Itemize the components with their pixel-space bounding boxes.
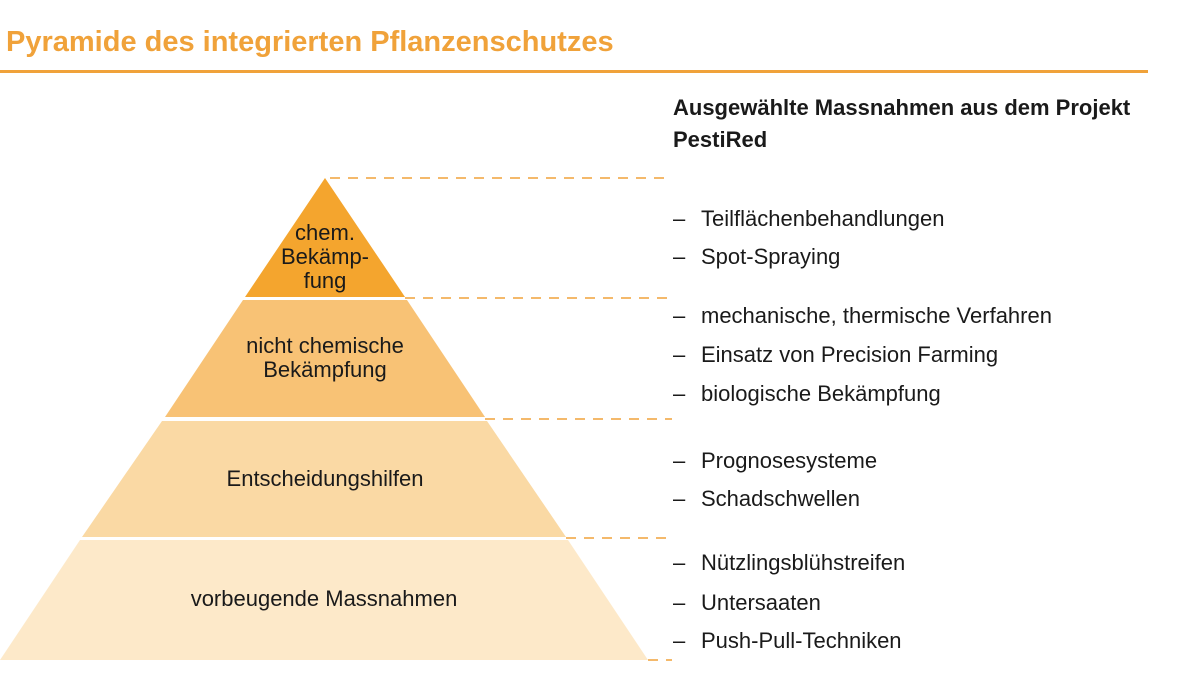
page-title: Pyramide des integrierten Pflanzenschutz… — [6, 26, 614, 58]
pyramid-layer-chemical — [245, 178, 405, 297]
pyramid-layer-preventive — [0, 540, 648, 660]
measure-item: –mechanische, thermische Verfahren — [673, 303, 1052, 328]
measure-item: –Teilflächenbehandlungen — [673, 206, 945, 231]
measures-heading: Ausgewählte Massnahmen aus dem Projekt P… — [673, 95, 1131, 152]
measure-item: –Nützlingsblühstreifen — [673, 550, 906, 575]
measure-item: –Push-Pull-Techniken — [673, 628, 902, 653]
measure-item: –Schadschwellen — [673, 486, 860, 511]
measure-item: –Untersaaten — [673, 590, 821, 615]
measure-item: –biologische Bekämpfung — [673, 381, 941, 406]
measure-item: –Spot-Spraying — [673, 244, 841, 269]
layer-label-chemical: chem. Bekämp- fung — [280, 220, 370, 293]
title-divider — [0, 70, 1148, 73]
measure-item: –Einsatz von Precision Farming — [673, 342, 999, 367]
measure-item: –Prognosesysteme — [673, 448, 878, 473]
pyramid-layer-non-chemical — [165, 300, 485, 417]
layer-label-preventive: vorbeugende Massnahmen — [190, 586, 458, 611]
pyramid-layer-decision-aids — [82, 421, 566, 537]
layer-label-non-chemical: nicht chemische Bekämpfung — [246, 333, 404, 382]
layer-label-decision-aids: Entscheidungshilfen — [226, 466, 424, 491]
